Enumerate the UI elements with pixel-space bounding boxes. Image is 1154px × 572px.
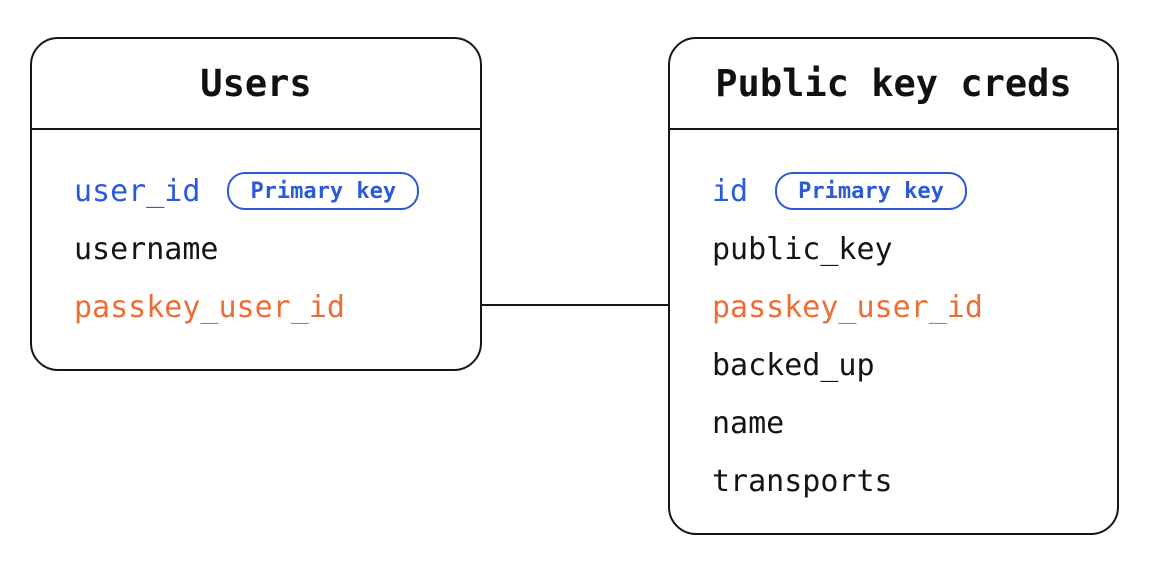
table-public-key-creds-fields: id Primary key public_key passkey_user_i… [670, 130, 1117, 510]
relationship-line [482, 304, 668, 306]
field-row-username: username [74, 220, 460, 278]
field-name-transports: transports [712, 463, 893, 499]
table-public-key-creds-header: Public key creds [670, 39, 1117, 130]
field-row-id: id Primary key [712, 162, 1097, 220]
field-name-public-key: public_key [712, 231, 893, 267]
field-name-passkey-user-id: passkey_user_id [74, 289, 345, 325]
table-users-fields: user_id Primary key username passkey_use… [32, 130, 480, 336]
table-public-key-creds: Public key creds id Primary key public_k… [668, 37, 1119, 535]
table-users-header: Users [32, 39, 480, 130]
field-name-name: name [712, 405, 785, 441]
field-name-user-id: user_id [74, 173, 201, 209]
field-row-passkey-user-id: passkey_user_id [74, 278, 460, 336]
field-row-passkey-user-id: passkey_user_id [712, 278, 1097, 336]
primary-key-badge: Primary key [775, 172, 967, 210]
field-name-backed-up: backed_up [712, 347, 875, 383]
field-row-name: name [712, 394, 1097, 452]
table-users: Users user_id Primary key username passk… [30, 37, 482, 371]
field-row-user-id: user_id Primary key [74, 162, 460, 220]
field-row-public-key: public_key [712, 220, 1097, 278]
field-name-username: username [74, 231, 219, 267]
table-users-title: Users [200, 62, 312, 105]
field-row-backed-up: backed_up [712, 336, 1097, 394]
field-name-passkey-user-id: passkey_user_id [712, 289, 983, 325]
table-public-key-creds-title: Public key creds [715, 62, 1072, 105]
field-name-id: id [712, 173, 749, 209]
primary-key-badge: Primary key [227, 172, 420, 210]
field-row-transports: transports [712, 452, 1097, 510]
